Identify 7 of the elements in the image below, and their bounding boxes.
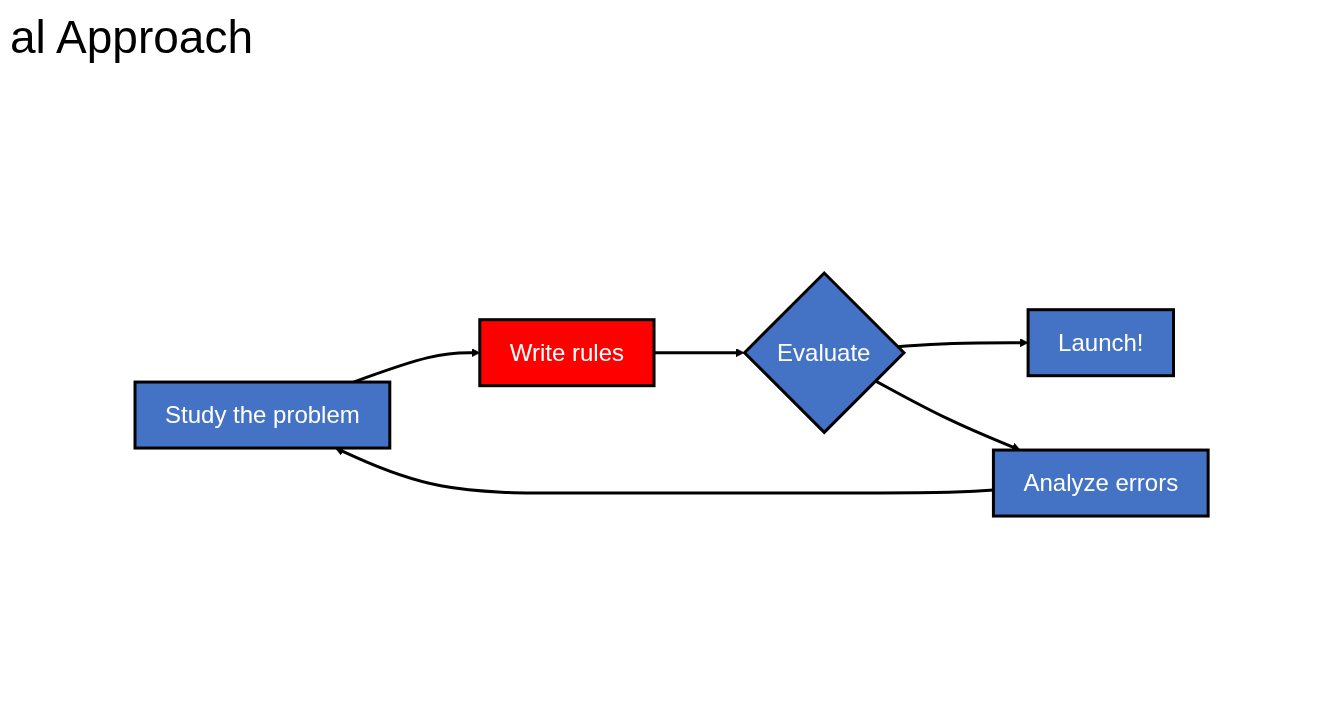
node-box: Write rules	[478, 318, 656, 388]
title: al Approach	[10, 10, 253, 64]
node-box: Launch!	[1027, 308, 1176, 378]
node-box: Study the problem	[133, 381, 392, 450]
arrow	[654, 348, 745, 358]
node-box: Analyze errors	[992, 449, 1211, 518]
node-diamond: Evaluate	[742, 271, 907, 435]
